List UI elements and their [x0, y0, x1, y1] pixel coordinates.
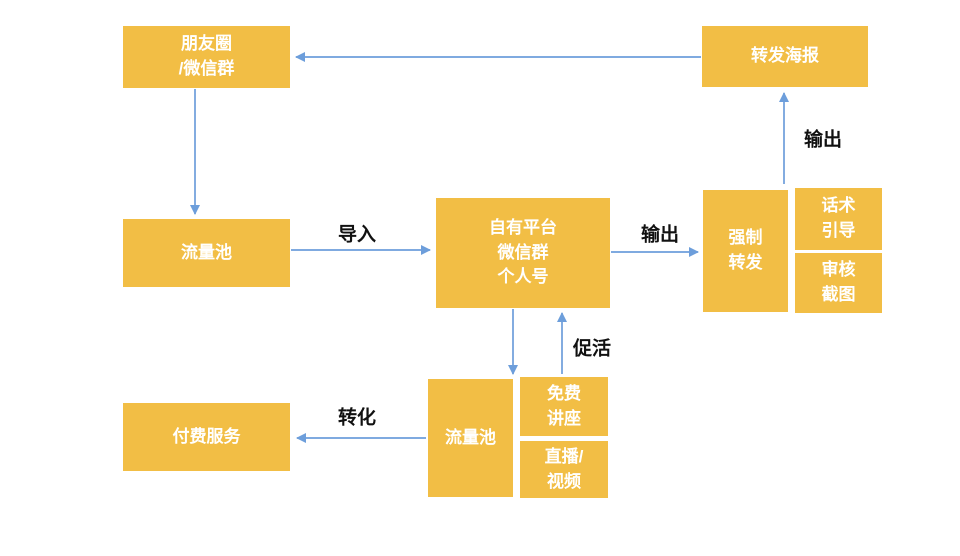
edge-label-convert: 转化 [337, 407, 377, 429]
node-live-video: 直播/ 视频 [520, 441, 608, 498]
node-traffic-pool-top: 流量池 [123, 219, 290, 287]
node-paid-service: 付费服务 [123, 403, 290, 471]
node-moments-wechat-group: 朋友圈 /微信群 [123, 26, 290, 88]
node-free-lecture: 免费 讲座 [520, 377, 608, 436]
node-forward-poster: 转发海报 [702, 26, 868, 87]
node-script-guidance: 话术 引导 [795, 188, 882, 250]
edge-label-activate: 促活 [572, 338, 612, 360]
node-forced-forward: 强制 转发 [703, 190, 788, 312]
node-review-screenshot: 审核 截图 [795, 253, 882, 313]
node-traffic-pool-bottom: 流量池 [428, 379, 513, 497]
edge-label-output-up: 输出 [803, 129, 843, 151]
edge-label-output-right: 输出 [640, 224, 680, 246]
edge-label-import: 导入 [337, 224, 377, 246]
node-own-platform: 自有平台 微信群 个人号 [436, 198, 610, 308]
